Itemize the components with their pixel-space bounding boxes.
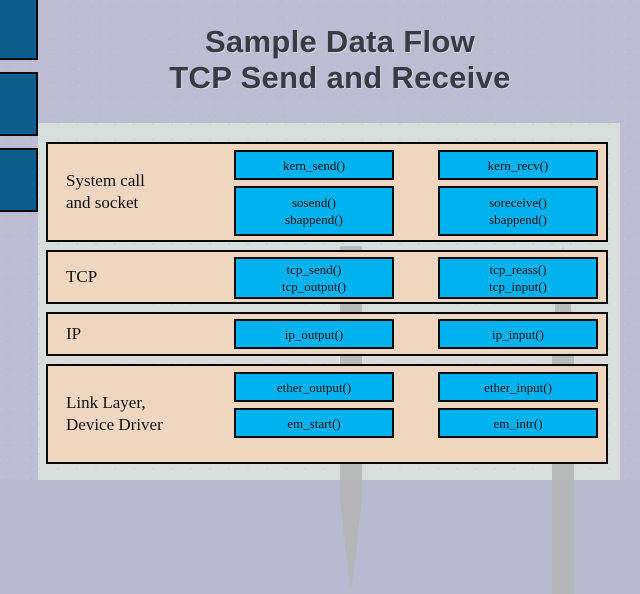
fn-box-em-start[interactable]: em_start() (234, 408, 394, 438)
fn-box-ip-input[interactable]: ip_input() (438, 319, 598, 349)
title-line-2: TCP Send and Receive (169, 60, 511, 95)
fn-label: ip_output() (284, 326, 344, 342)
fn-label: tcp_send() (286, 262, 342, 277)
layer-label-line: Link Layer, (66, 393, 146, 412)
fn-label: tcp_output() (281, 279, 347, 294)
fn-box-sosend[interactable]: sosend() sbappend() (234, 186, 394, 236)
fn-label: ether_input() (484, 379, 552, 395)
fn-label: ether_output() (276, 379, 352, 395)
layer-label-link-layer: Link Layer, Device Driver (66, 366, 163, 462)
fn-box-em-intr[interactable]: em_intr() (438, 408, 598, 438)
decor-bar-top (0, 0, 38, 60)
fn-box-ip-output[interactable]: ip_output() (234, 319, 394, 349)
layer-label-ip: IP (66, 314, 81, 354)
fn-box-kern-send[interactable]: kern_send() (234, 150, 394, 180)
layer-label-line: System call (66, 171, 145, 190)
layer-row-link-layer: Link Layer, Device Driver ether_output()… (46, 364, 608, 464)
layer-label-line: Device Driver (66, 415, 163, 434)
fn-box-ether-output[interactable]: ether_output() (234, 372, 394, 402)
fn-label: sbappend() (285, 212, 343, 227)
fn-box-kern-recv[interactable]: kern_recv() (438, 150, 598, 180)
fn-label: soreceive() (489, 195, 547, 210)
fn-label: em_start() (287, 415, 341, 431)
diagram-panel: System call and socket kern_send() sosen… (38, 123, 620, 594)
fn-label: sosend() (291, 195, 337, 210)
decor-bar-bottom (0, 148, 38, 212)
layer-label-line: TCP (66, 267, 98, 286)
slide-title: Sample Data Flow TCP Send and Receive (60, 24, 620, 96)
fn-box-tcp-reass[interactable]: tcp_reass() tcp_input() (438, 257, 598, 299)
fn-label: sbappend() (489, 212, 547, 227)
fn-box-tcp-send[interactable]: tcp_send() tcp_output() (234, 257, 394, 299)
fn-label: ip_input() (492, 326, 544, 342)
title-line-1: Sample Data Flow (204, 24, 476, 59)
layer-row-ip: IP ip_output() ip_input() (46, 312, 608, 356)
fn-label: tcp_reass() (489, 262, 547, 277)
layer-label-tcp: TCP (66, 252, 97, 302)
layer-label-system-call: System call and socket (66, 144, 145, 240)
layer-label-line: and socket (66, 193, 139, 212)
fn-box-ether-input[interactable]: ether_input() (438, 372, 598, 402)
fn-label: kern_send() (282, 157, 346, 173)
layer-row-system-call: System call and socket kern_send() sosen… (46, 142, 608, 242)
layer-row-tcp: TCP tcp_send() tcp_output() tcp_reass() … (46, 250, 608, 304)
fn-label: em_intr() (493, 415, 543, 431)
fn-box-soreceive[interactable]: soreceive() sbappend() (438, 186, 598, 236)
decor-bar-middle (0, 72, 38, 136)
fn-label: kern_recv() (487, 157, 549, 173)
fn-label: tcp_input() (489, 279, 547, 294)
layer-label-line: IP (66, 324, 82, 343)
